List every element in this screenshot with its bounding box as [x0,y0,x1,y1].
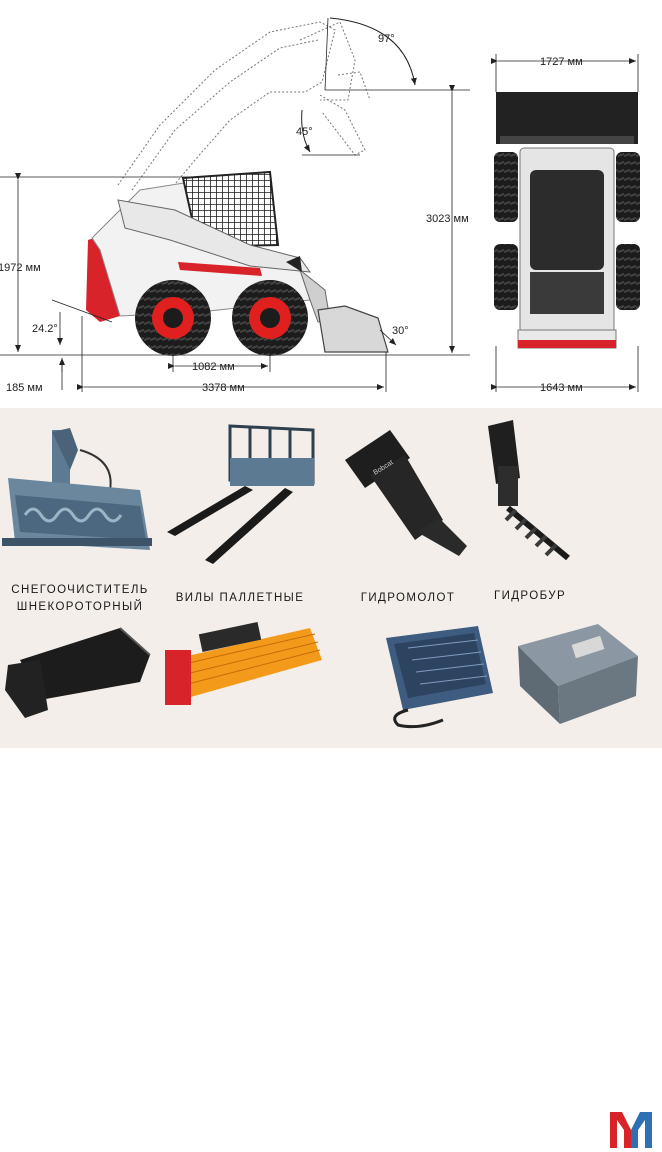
ground-clearance-label: 185 мм [6,382,43,394]
hydraulic-breaker-image: Bobcat [345,430,467,556]
dump-angle-arc [329,17,417,86]
grapple-bucket-image [5,627,151,718]
pallet-forks-image [167,424,315,564]
raised-arm-outline [117,21,371,191]
technical-drawing: 97° 45° 1972 мм 24.2° 30° 185 мм 1082 мм [0,0,662,408]
sweeper-brush-image [165,621,322,705]
label-snowblower-line2: шнекороторный [16,601,144,613]
bucket-angle-label: 30° [392,325,409,337]
dimension-diagram: 97° 45° 1972 мм 24.2° 30° 185 мм 1082 мм [0,17,640,394]
mixer-bucket-image [386,626,493,729]
label-breaker: Гидромолот [360,592,456,604]
label-snowblower: Снегоочиститель шнекороторный [0,582,160,616]
label-snowblower-line1: Снегоочиститель [11,584,149,596]
dump-angle-label: 97° [378,33,395,45]
approach-angle-label: 24.2° [32,323,58,335]
label-pallet-forks: Вилы паллетные [175,592,305,604]
attachments-panel: Bobcat Снегоочиститель шнекороторный Вил… [0,408,662,1152]
loader-side-view [86,170,389,356]
wheelbase-label: 1082 мм [192,361,235,373]
loader-top-view [494,92,640,349]
rollback-angle-label: 45° [296,126,313,138]
bucket-width-label: 1727 мм [540,56,583,68]
snowblower-image [2,428,152,550]
machine-height-label: 1972 мм [0,262,41,274]
hydraulic-auger-image [488,420,570,561]
brand-logo-icon [606,1108,656,1152]
cold-planer-image [518,624,638,724]
max-height-label: 3023 мм [426,213,469,225]
track-width-label: 1643 мм [540,382,583,394]
label-auger: Гидробур [493,590,567,602]
overall-length-label: 3378 мм [202,382,245,394]
